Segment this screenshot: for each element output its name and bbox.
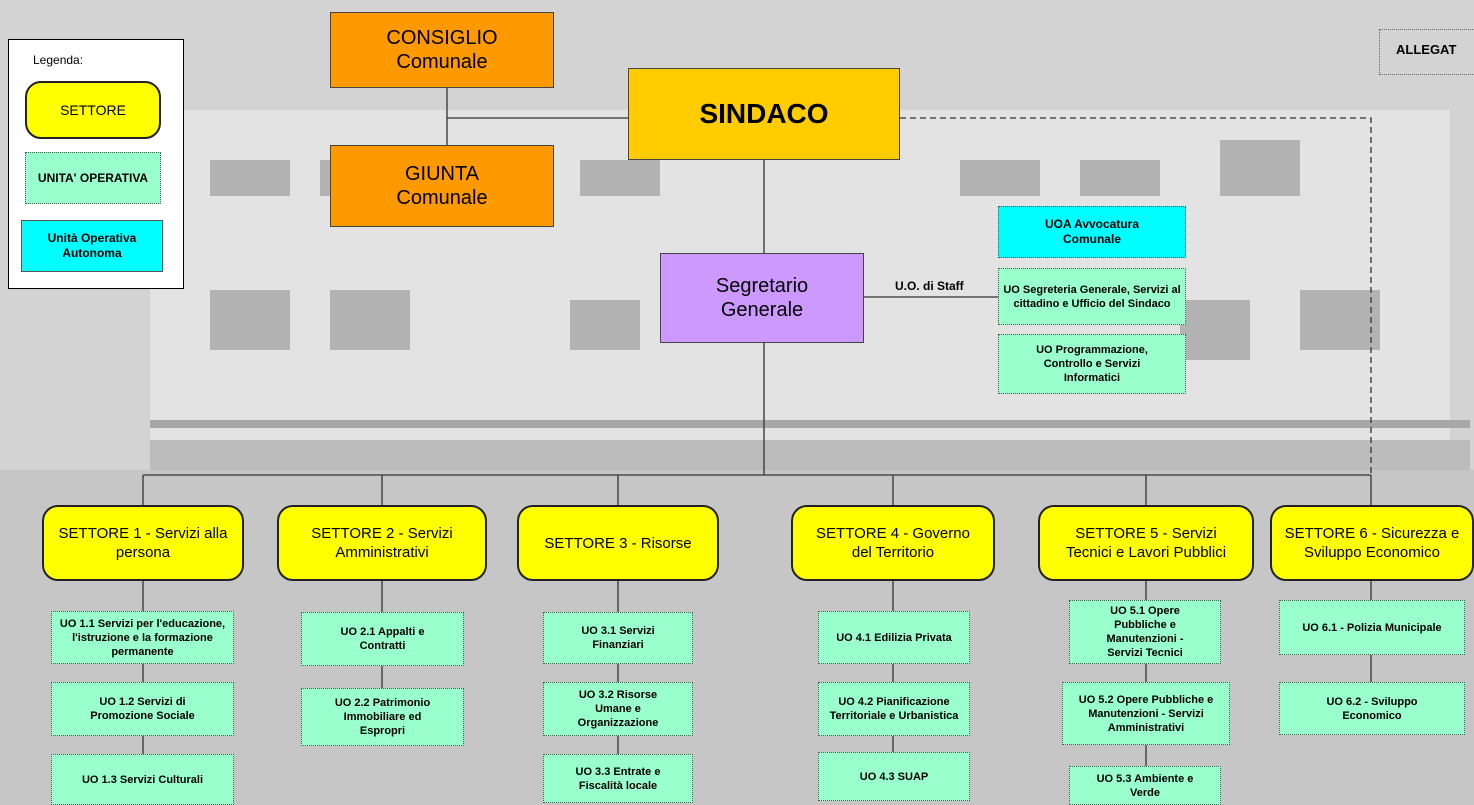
legend-settore: SETTORE bbox=[25, 81, 161, 139]
uo-4-3-box: UO 4.3 SUAP bbox=[818, 752, 970, 801]
uoa-avvocatura-box: UOA Avvocatura Comunale bbox=[998, 206, 1186, 258]
uo-4-1-box: UO 4.1 Edilizia Privata bbox=[818, 611, 970, 664]
staff-label: U.O. di Staff bbox=[895, 279, 964, 293]
segretario-generale-box: Segretario Generale bbox=[660, 253, 864, 343]
legend-panel: Legenda: SETTORE UNITA' OPERATIVA Unità … bbox=[8, 39, 184, 289]
legend-unita-operativa: UNITA' OPERATIVA bbox=[25, 152, 161, 204]
uo-1-1-box: UO 1.1 Servizi per l'educazione, l'istru… bbox=[51, 611, 234, 664]
uo-6-2-box: UO 6.2 - Sviluppo Economico bbox=[1279, 682, 1465, 735]
uo-1-3-box: UO 1.3 Servizi Culturali bbox=[51, 754, 234, 805]
uo-5-2-box: UO 5.2 Opere Pubbliche e Manutenzioni - … bbox=[1062, 682, 1230, 745]
settore-4-box: SETTORE 4 - Governo del Territorio bbox=[791, 505, 995, 581]
uo-5-1-box: UO 5.1 Opere Pubbliche e Manutenzioni - … bbox=[1069, 600, 1221, 664]
uo-1-2-box: UO 1.2 Servizi di Promozione Sociale bbox=[51, 682, 234, 736]
settore-1-box: SETTORE 1 - Servizi alla persona bbox=[42, 505, 244, 581]
uo-4-2-box: UO 4.2 Pianificazione Territoriale e Urb… bbox=[818, 682, 970, 736]
uo-5-3-box: UO 5.3 Ambiente e Verde bbox=[1069, 766, 1221, 805]
settore-2-box: SETTORE 2 - Servizi Amministrativi bbox=[277, 505, 487, 581]
uo-programmazione-box: UO Programmazione, Controllo e Servizi I… bbox=[998, 334, 1186, 394]
uo-3-1-box: UO 3.1 Servizi Finanziari bbox=[543, 612, 693, 664]
legend-unita-autonoma: Unità Operativa Autonoma bbox=[21, 220, 163, 272]
uo-3-2-box: UO 3.2 Risorse Umane e Organizzazione bbox=[543, 682, 693, 736]
uo-3-3-box: UO 3.3 Entrate e Fiscalità locale bbox=[543, 754, 693, 803]
allegato-tag: ALLEGAT bbox=[1379, 29, 1474, 75]
uo-2-2-box: UO 2.2 Patrimonio Immobiliare ed Espropr… bbox=[301, 688, 464, 746]
settore-5-box: SETTORE 5 - Servizi Tecnici e Lavori Pub… bbox=[1038, 505, 1254, 581]
giunta-comunale-box: GIUNTA Comunale bbox=[330, 145, 554, 227]
settore-6-box: SETTORE 6 - Sicurezza e Sviluppo Economi… bbox=[1270, 505, 1474, 581]
consiglio-comunale-box: CONSIGLIO Comunale bbox=[330, 12, 554, 88]
settore-3-box: SETTORE 3 - Risorse bbox=[517, 505, 719, 581]
uo-6-1-box: UO 6.1 - Polizia Municipale bbox=[1279, 600, 1465, 655]
sindaco-box: SINDACO bbox=[628, 68, 900, 160]
legend-title: Legenda: bbox=[33, 53, 84, 67]
uo-2-1-box: UO 2.1 Appalti e Contratti bbox=[301, 612, 464, 666]
uo-segreteria-box: UO Segreteria Generale, Servizi al citta… bbox=[998, 268, 1186, 325]
